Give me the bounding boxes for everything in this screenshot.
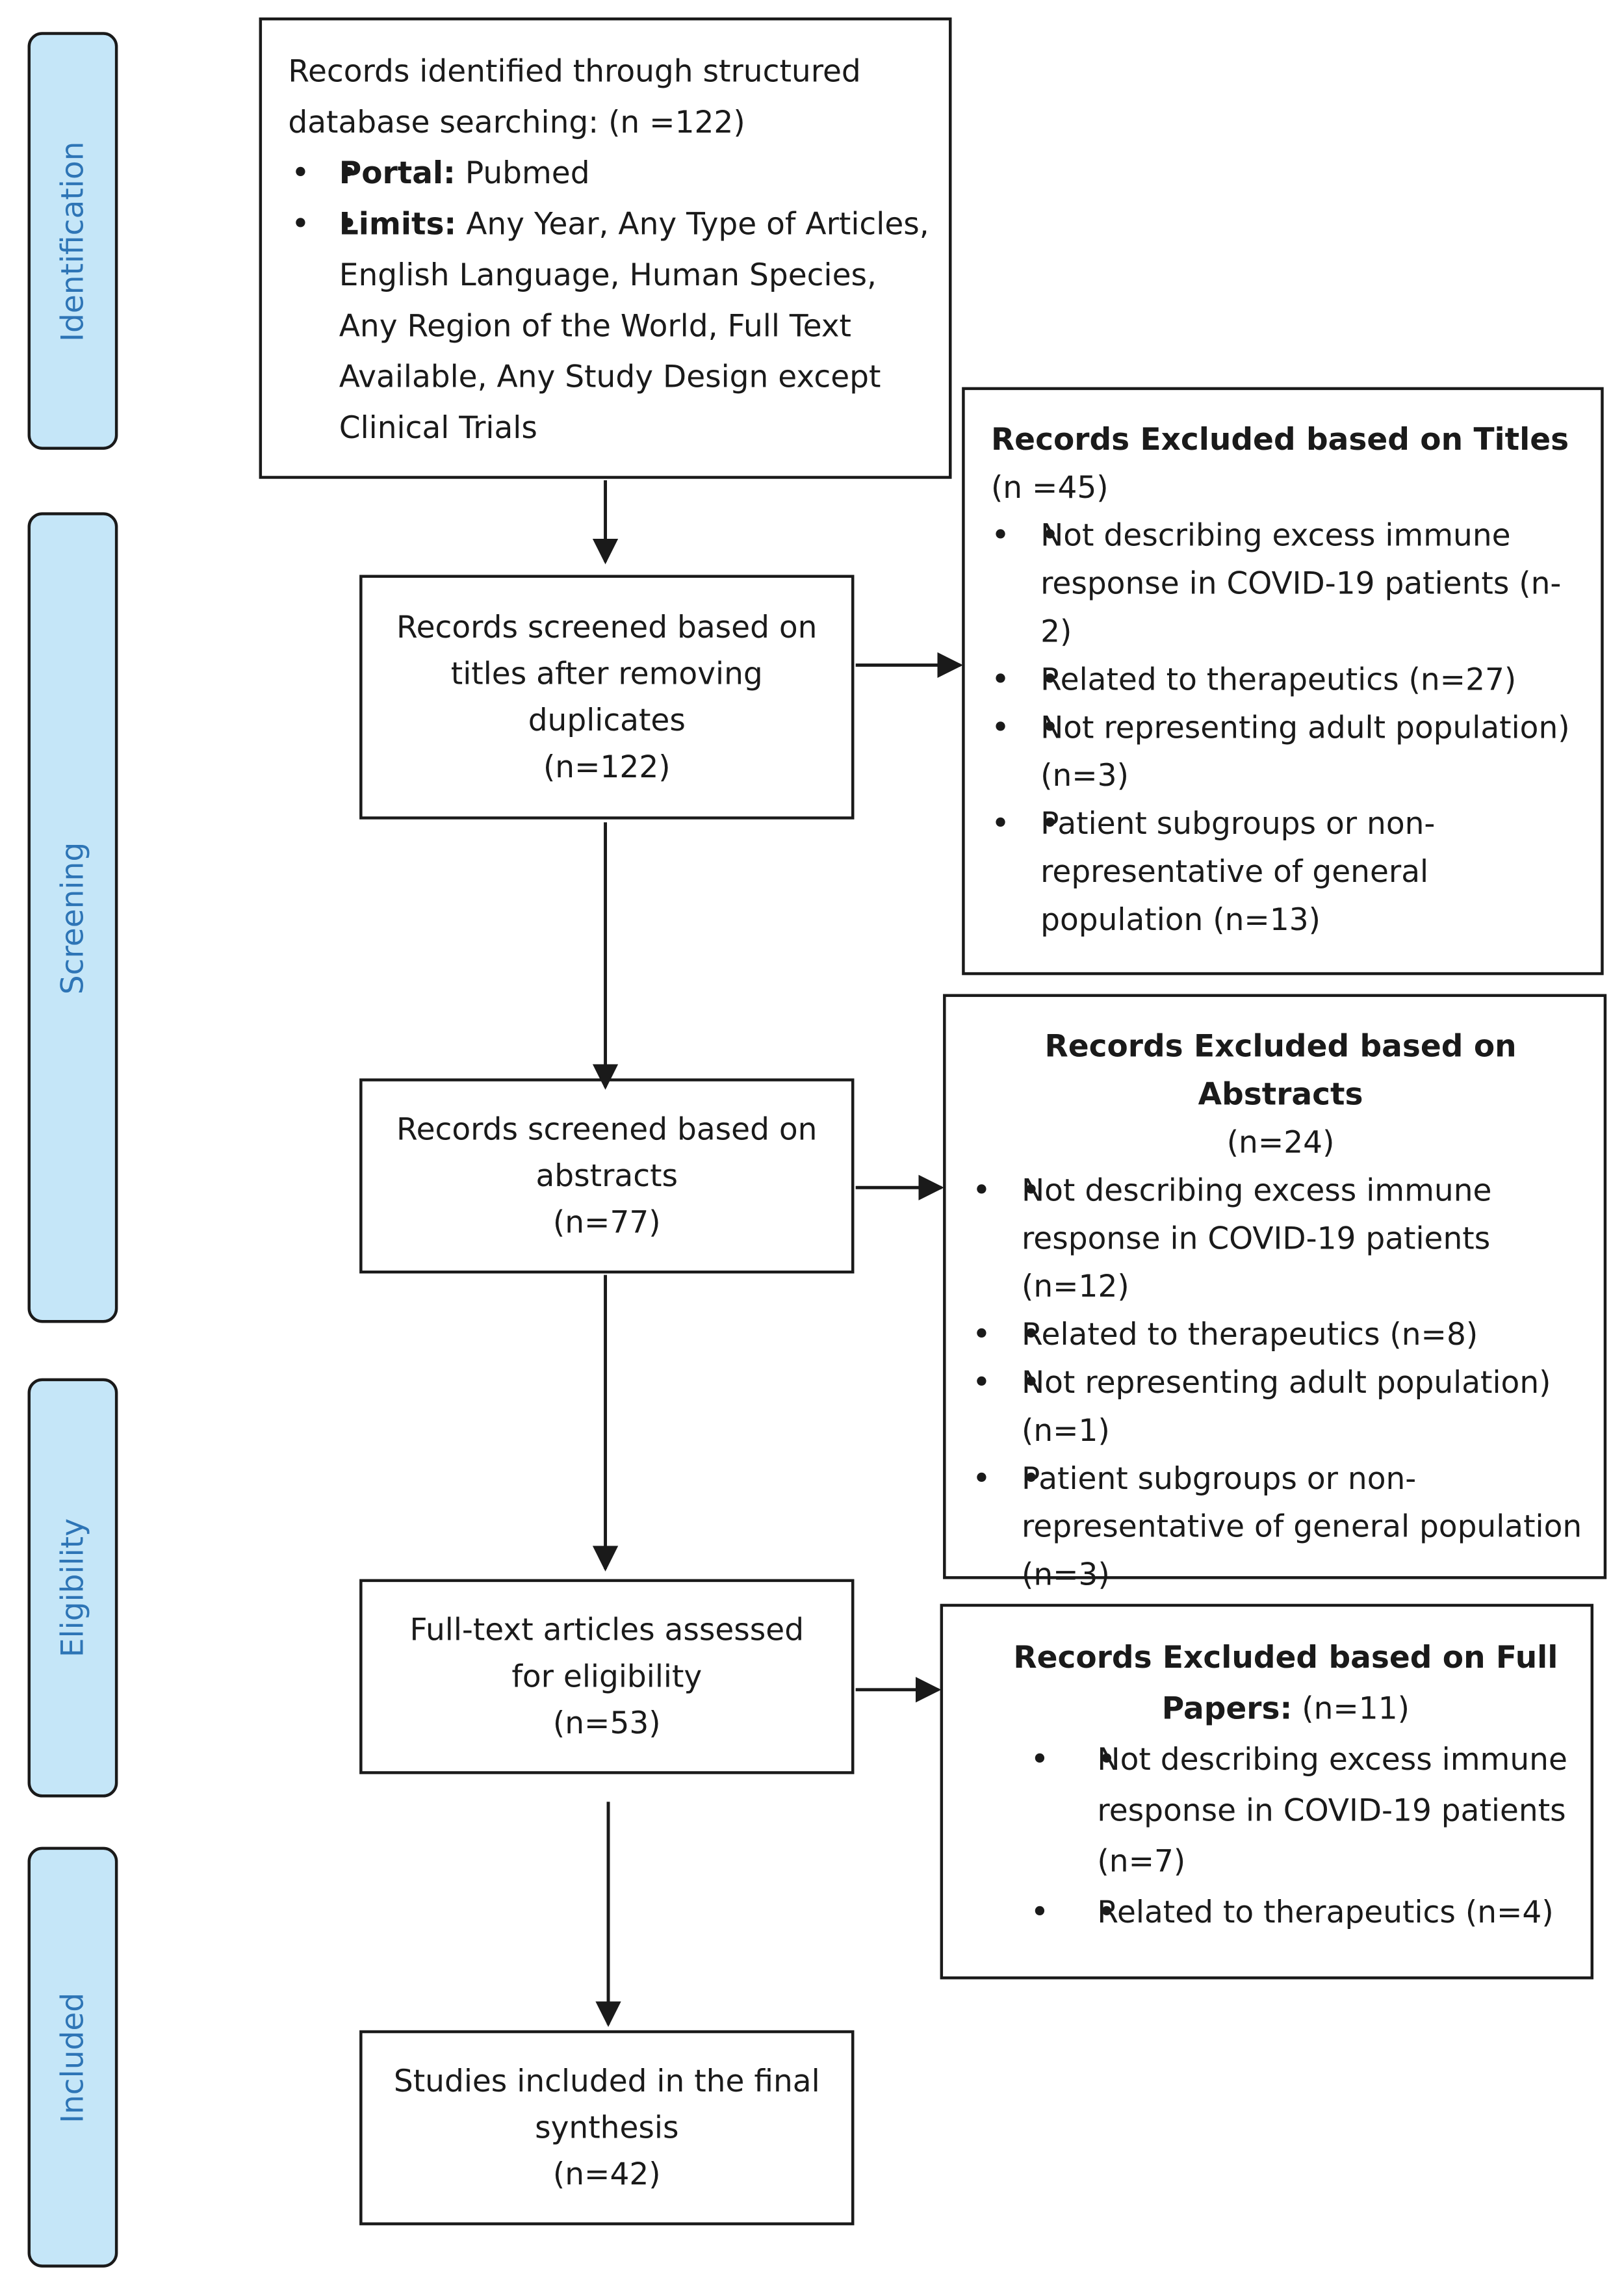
identification-criteria-list: • Portal: Pubmed • Limits: Any Year, Any… [288, 148, 934, 454]
excluded-abstracts-box: Records Excluded based on Abstracts (n=2… [943, 994, 1607, 1592]
exclusion-count: (n=11) [1292, 1691, 1410, 1726]
box-text: Studies included in the final synthesis [393, 2064, 820, 2145]
criteria-item-portal: • Portal: Pubmed [288, 148, 934, 199]
exclusion-header: Records Excluded based on Titles (n =45) [991, 416, 1586, 512]
excluded-fullpapers-box: Records Excluded based on Full Papers: (… [940, 1603, 1594, 1980]
criteria-label: Portal: [339, 155, 456, 191]
box-text: Records screened based on titles after r… [396, 610, 818, 738]
exclusion-reason: •Not describing excess immune response i… [991, 512, 1586, 656]
exclusion-reasons-list: •Not describing excess immune response i… [1001, 1735, 1571, 1939]
exclusion-count: (n=24) [1226, 1124, 1335, 1160]
exclusion-reason: •Related to therapeutics (n=27) [991, 656, 1586, 705]
criteria-text: Any Year, Any Type of Articles, English … [339, 206, 929, 446]
criteria-label: Limits: [339, 206, 457, 242]
exclusion-reason: •Not describing excess immune response i… [972, 1167, 1589, 1312]
exclusion-reason: •Patient subgroups or non-representative… [991, 801, 1586, 945]
exclusion-heading: Records Excluded based on Titles [990, 422, 1569, 458]
criteria-text: Pubmed [455, 155, 590, 191]
box-count: (n=53) [552, 1705, 661, 1741]
exclusion-heading: Records Excluded based on Abstracts [1044, 1029, 1517, 1112]
box-count: (n=122) [543, 749, 671, 784]
phase-eligibility: Eligibility [27, 1378, 118, 1798]
excluded-titles-box: Records Excluded based on Titles (n =45)… [962, 387, 1604, 976]
box-count: (n=42) [552, 2156, 661, 2192]
box-text: Full-text articles assessed for eligibil… [409, 1612, 805, 1694]
exclusion-reason: •Patient subgroups or non-representative… [972, 1455, 1589, 1599]
phase-included: Included [27, 1846, 118, 2268]
exclusion-reasons-list: •Not describing excess immune response i… [972, 1167, 1589, 1599]
exclusion-header: Records Excluded based on Full Papers: (… [1001, 1633, 1571, 1735]
identification-box: Records identified through structured da… [259, 17, 952, 479]
fulltext-assessed-box: Full-text articles assessed for eligibil… [359, 1579, 855, 1774]
exclusion-reason: •Not describing excess immune response i… [1001, 1735, 1571, 1887]
exclusion-reason: •Not representing adult population) (n=3… [991, 705, 1586, 801]
exclusion-reason: •Related to therapeutics (n=8) [972, 1312, 1589, 1360]
phase-screening: Screening [27, 512, 118, 1323]
exclusion-count: (n =45) [990, 470, 1109, 506]
abstracts-screened-box: Records screened based on abstracts (n=7… [359, 1078, 855, 1274]
titles-screened-box: Records screened based on titles after r… [359, 575, 855, 820]
exclusion-reason: •Related to therapeutics (n=4) [1001, 1887, 1571, 1938]
exclusion-reasons-list: •Not describing excess immune response i… [991, 512, 1586, 944]
studies-included-box: Studies included in the final synthesis … [359, 2030, 855, 2225]
box-count: (n=77) [552, 1205, 661, 1240]
exclusion-heading: Records Excluded based on Full Papers: [1013, 1640, 1558, 1726]
phase-identification: Identification [27, 32, 118, 450]
exclusion-reason: •Not representing adult population) (n=1… [972, 1360, 1589, 1456]
criteria-item-limits: • Limits: Any Year, Any Type of Articles… [288, 200, 934, 454]
identification-intro: Records identified through structured da… [288, 53, 861, 140]
box-text: Records screened based on abstracts [396, 1111, 818, 1194]
